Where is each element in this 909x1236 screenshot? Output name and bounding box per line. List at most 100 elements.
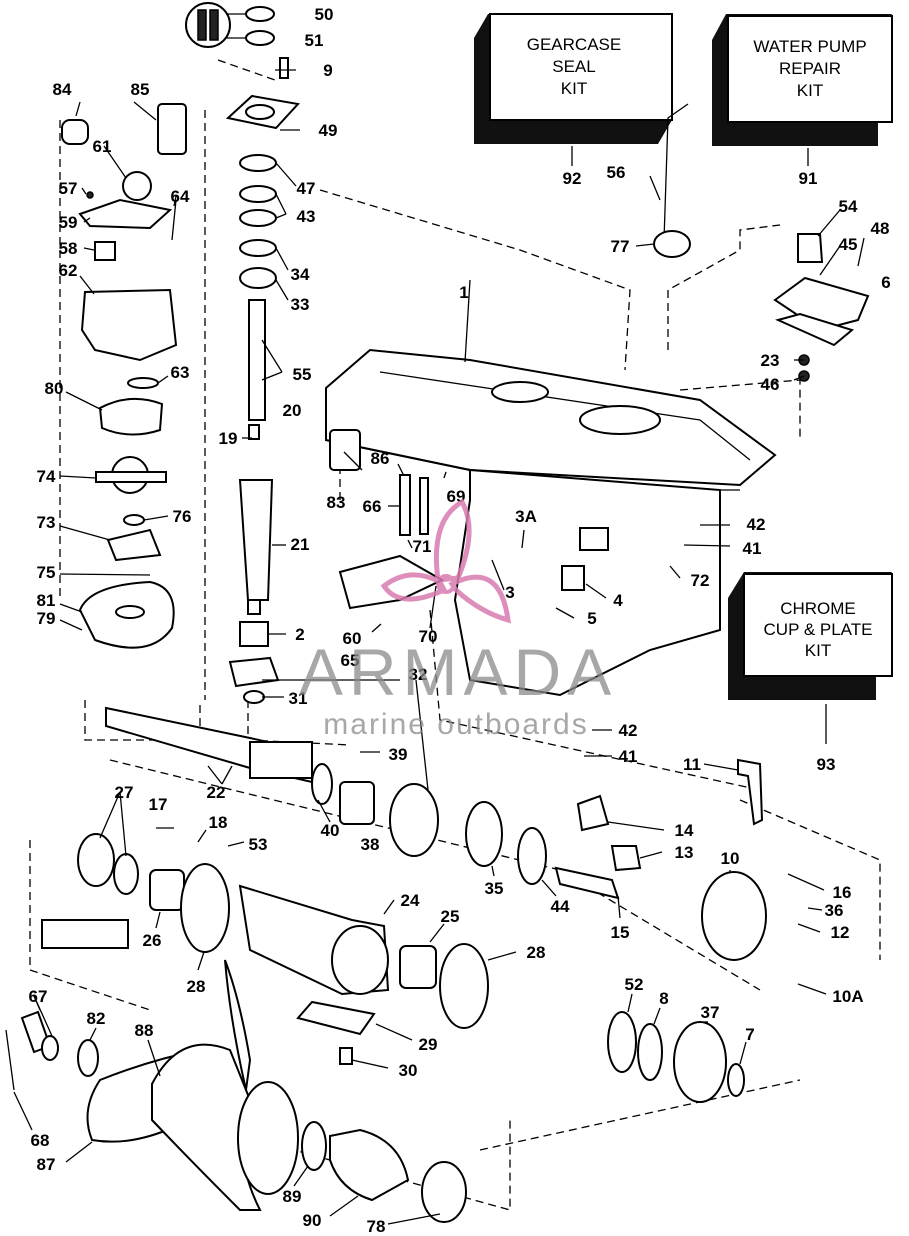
part-label: 45 [839,235,858,254]
part-label: 46 [761,375,780,394]
dashed-guide-lines [29,59,881,1211]
armada-propeller-logo [380,498,511,624]
part-label: 27 [115,783,134,802]
part-label: 40 [321,821,340,840]
drive-shaft-stack [185,2,300,704]
part-label: 41 [619,747,638,766]
part-label: 36 [825,901,844,920]
water-pump-kit-box: WATER PUMP REPAIR KIT 91 [712,14,893,188]
part-label: 61 [93,137,112,156]
part-label: 3A [515,507,537,526]
propshaft-and-bearings [41,706,767,1103]
part-label: 81 [37,591,56,610]
part-label: 22 [207,783,226,802]
part-label: 57 [59,179,78,198]
part-label: 11 [683,755,701,774]
water-pump-kit-line1: WATER PUMP [753,37,866,56]
part-label: 31 [289,689,308,708]
watermark-tagline: marine outboards [323,708,588,741]
part-label: 65 [341,651,360,670]
part-label: 17 [149,795,168,814]
part-label: 14 [675,821,694,840]
part-label: 43 [297,207,316,226]
part-label: 9 [323,61,332,80]
part-label: 77 [611,237,630,256]
water-tube-and-cover [653,103,870,382]
part-label: 13 [675,843,694,862]
part-label: 85 [131,80,150,99]
part-label: 30 [399,1061,418,1080]
part-label: 8 [659,989,668,1008]
part-label: 16 [833,883,852,902]
part-label: 74 [37,467,56,486]
part-label: 18 [209,813,228,832]
part-label: 21 [291,535,310,554]
part-label: 37 [701,1003,720,1022]
part-label: 2 [295,625,304,644]
part-label: 47 [297,179,316,198]
part-label: 42 [747,515,766,534]
part-label: 3 [505,583,514,602]
part-label: 5 [587,609,596,628]
part-label: 10 [721,849,740,868]
part-label: 48 [871,219,890,238]
part-label: 87 [37,1155,56,1174]
part-label: 90 [303,1211,322,1230]
part-label: 28 [527,943,546,962]
gearcase-seal-kit-number: 92 [563,169,582,188]
part-label: 42 [619,721,638,740]
part-label: 79 [37,609,56,628]
part-label: 82 [87,1009,106,1028]
part-label: 56 [607,163,626,182]
part-label: 55 [293,365,312,384]
water-pump-kit-line2: REPAIR [779,59,841,78]
part-label: 41 [743,539,762,558]
part-number-labels: 50 51 9 49 47 43 34 33 55 20 19 21 2 32 … [29,5,891,1236]
part-label: 88 [135,1021,154,1040]
part-label: 25 [441,907,460,926]
part-label: 60 [343,629,362,648]
chrome-kit-line2: CUP & PLATE [764,620,873,639]
part-label: 26 [143,931,162,950]
part-label: 50 [315,5,334,24]
part-label: 86 [371,449,390,468]
part-label: 39 [389,745,408,764]
part-label: 72 [691,571,710,590]
part-label: 51 [305,31,324,50]
part-label: 24 [401,891,420,910]
part-label: 62 [59,261,78,280]
part-label: 80 [45,379,64,398]
gearcase-seal-kit-box: GEARCASE SEAL KIT 92 [474,13,673,188]
chrome-kit-line1: CHROME [780,599,856,618]
part-label: 66 [363,497,382,516]
part-label: 28 [187,977,206,996]
chrome-cup-plate-kit-box: CHROME CUP & PLATE KIT 93 [728,572,893,774]
part-label: 70 [419,627,438,646]
part-label: 64 [171,187,190,206]
propeller-assembly [5,959,467,1223]
water-pump-assembly [61,103,187,649]
part-label: 15 [611,923,630,942]
part-label: 33 [291,295,310,314]
part-label: 7 [745,1025,754,1044]
part-label: 78 [367,1217,386,1236]
watermark-brand: ARMADA [299,635,617,709]
part-label: 53 [249,835,268,854]
part-label: 89 [283,1187,302,1206]
part-label: 68 [31,1131,50,1150]
part-label: 35 [485,879,504,898]
part-label: 34 [291,265,310,284]
gearcase-seal-kit-line3: KIT [561,79,587,98]
part-label: 19 [219,429,238,448]
part-label: 44 [551,897,570,916]
water-pump-kit-number: 91 [799,169,818,188]
part-label: 76 [173,507,192,526]
part-label: 54 [839,197,858,216]
part-label: 49 [319,121,338,140]
part-label: 6 [881,273,890,292]
armada-watermark: ARMADA marine outboards [299,498,617,741]
part-label: 38 [361,835,380,854]
leader-lines [13,69,865,1225]
part-label: 84 [53,80,72,99]
